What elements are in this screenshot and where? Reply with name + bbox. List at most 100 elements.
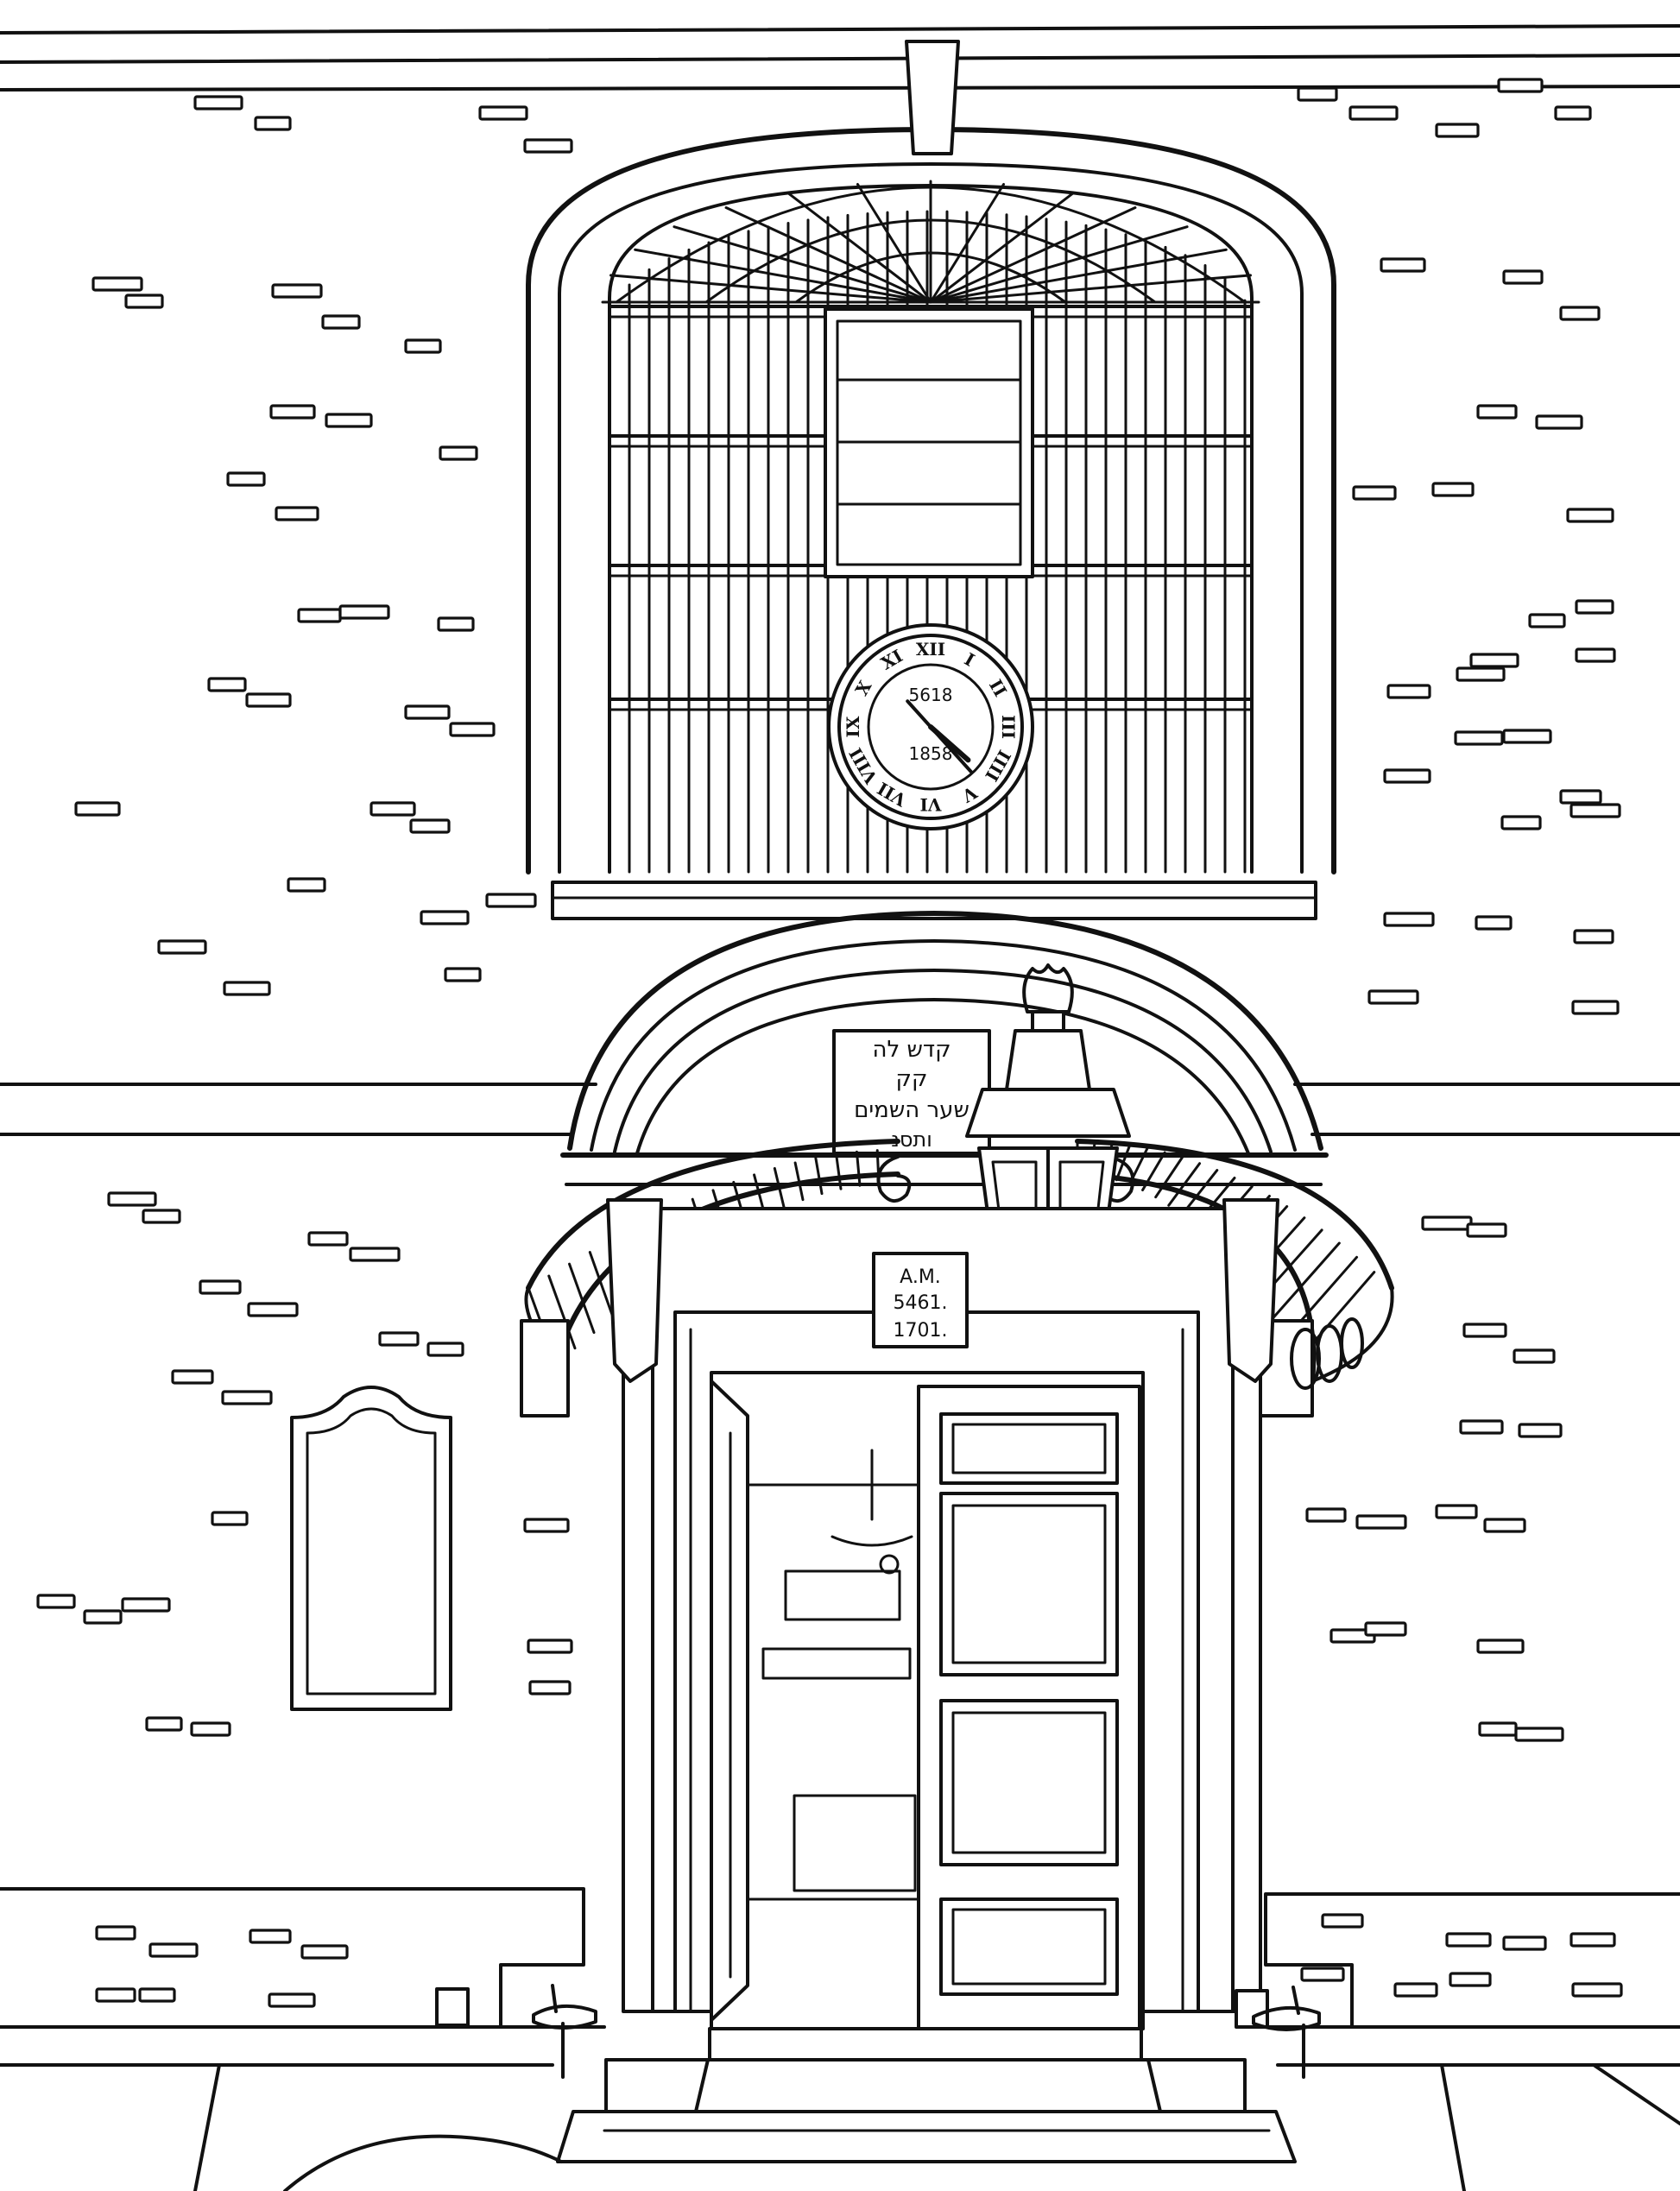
brick (1449, 1972, 1492, 1987)
brick (1431, 482, 1475, 497)
brick (349, 1247, 401, 1262)
brick (300, 1944, 349, 1960)
brick (1469, 653, 1519, 668)
brick (1476, 404, 1518, 420)
wall-band-course (0, 1083, 1680, 1136)
brick (249, 1929, 292, 1944)
brick (1559, 306, 1601, 321)
brick (527, 1639, 573, 1654)
clock-civil-year: 1858 (909, 743, 953, 764)
brick (275, 506, 319, 521)
brick (478, 105, 528, 121)
brick (1297, 86, 1338, 102)
brick (1502, 269, 1544, 285)
brick (444, 967, 482, 982)
brick (1514, 1727, 1564, 1742)
brick (404, 338, 442, 354)
brick (211, 1511, 249, 1526)
brick (1569, 1932, 1616, 1948)
brick (409, 818, 451, 834)
brick (1300, 1967, 1345, 1982)
clock-numeral: IX (843, 716, 863, 737)
brick (485, 893, 537, 908)
brick (1554, 105, 1592, 121)
door-plaque-line-1: A.M. (900, 1266, 941, 1288)
hebrew-sign-line-3: שער השמים (854, 1097, 969, 1123)
brick (449, 722, 496, 737)
brick (1352, 485, 1397, 501)
clock-minute-hand (906, 699, 973, 774)
brick (1348, 105, 1399, 121)
brick (92, 276, 143, 292)
brick (297, 608, 342, 623)
brick (437, 616, 475, 632)
hebrew-sign-line-2: קק (896, 1066, 928, 1092)
brick (1502, 729, 1552, 744)
brick (138, 1987, 176, 2003)
brick (439, 445, 478, 461)
brick (1575, 599, 1614, 615)
brick (271, 283, 323, 299)
brick (1497, 78, 1544, 93)
brick (1421, 1215, 1473, 1231)
brick (1569, 803, 1621, 818)
brick (528, 1680, 572, 1695)
door-plaque-line-3: 1701. (894, 1320, 948, 1342)
brick (1466, 1222, 1507, 1238)
brick (1571, 1000, 1620, 1015)
brick (1305, 1507, 1347, 1523)
brick (523, 138, 573, 154)
brick (1476, 1639, 1525, 1654)
brick (124, 294, 164, 309)
brick (1483, 1518, 1526, 1533)
clock-numeral: III (998, 715, 1019, 739)
brick (1367, 989, 1419, 1005)
clock-numeral: XII (916, 639, 945, 660)
brick (307, 1231, 349, 1247)
wall-plaque (290, 1386, 452, 1711)
brick (95, 1925, 136, 1941)
brick (1518, 1423, 1563, 1438)
brick (193, 95, 243, 110)
brick (1321, 1913, 1364, 1929)
brick (1386, 684, 1431, 699)
brick (321, 314, 361, 330)
top-cornice (0, 24, 1680, 92)
brick (199, 1279, 242, 1295)
clock-hebrew-year: 5618 (909, 685, 953, 705)
hebrew-sign: קדש לה קק שער השמים ותסנ (832, 1029, 991, 1155)
brick (1435, 1504, 1478, 1519)
brick (338, 604, 390, 620)
brick (226, 471, 266, 487)
brick (1559, 789, 1602, 805)
brick (1573, 929, 1614, 944)
brick (1500, 815, 1542, 830)
brick (523, 1518, 570, 1533)
brick (74, 801, 121, 817)
brick (142, 1209, 181, 1224)
brick (1355, 1514, 1407, 1530)
brick (1566, 508, 1614, 523)
brick (1475, 915, 1513, 931)
brick-pattern (36, 78, 1623, 2008)
brick (1502, 1935, 1547, 1951)
brick (157, 939, 207, 955)
brick (325, 413, 373, 428)
brick (207, 677, 247, 692)
door-plaque-line-2: 5461. (894, 1292, 948, 1314)
brick (1462, 1323, 1507, 1338)
brick (269, 404, 316, 420)
wall-plinth (0, 1887, 1680, 2079)
brick (268, 1992, 316, 2008)
brick (221, 1390, 273, 1405)
brick (1393, 1982, 1438, 1998)
brick (378, 1331, 420, 1347)
brick (145, 1716, 183, 1732)
brick (420, 910, 470, 925)
brick (247, 1302, 299, 1317)
brick (1535, 414, 1583, 430)
brick (83, 1609, 123, 1625)
brick (223, 981, 271, 996)
